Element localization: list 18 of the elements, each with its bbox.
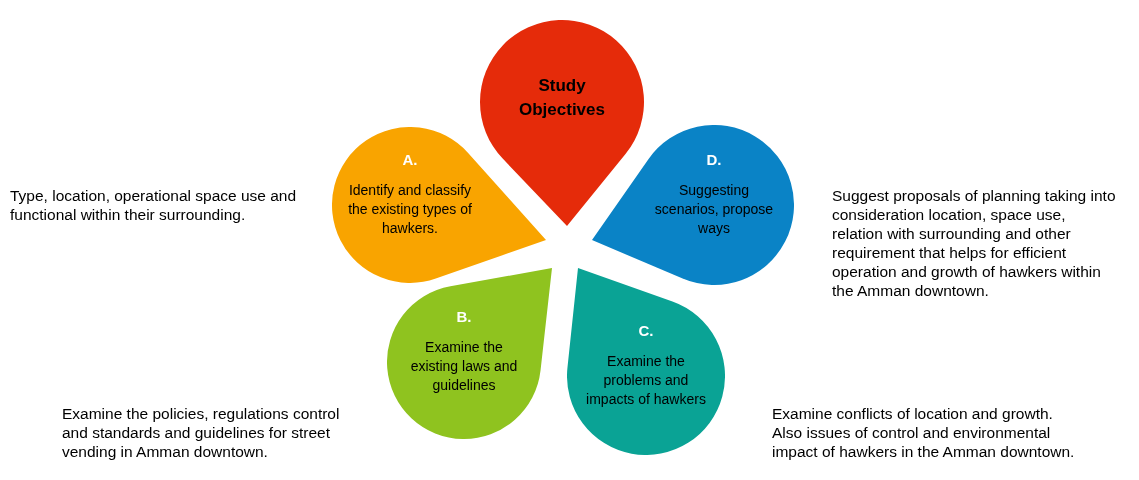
teardrop-petal	[332, 127, 546, 283]
petal-text: Examine the problems and impacts of hawkers	[586, 352, 706, 409]
petal-text: Examine the existing laws and guidelines	[409, 338, 519, 395]
teardrop-petal	[567, 268, 725, 455]
node-title: Study Objectives	[518, 75, 606, 121]
petal-text: Suggesting scenarios, propose ways	[654, 181, 774, 238]
teardrop-petal	[592, 125, 794, 285]
petal-letter: B.	[455, 307, 473, 326]
petal-letter: C.	[637, 321, 655, 340]
description-text: Examine conflicts of location and growth. Also issues of control and environmental impact of hawkers in the Amman downtown.	[772, 404, 1076, 461]
petal-text: Identify and classify the existing types of hawkers.	[347, 181, 473, 238]
petal-letter: A.	[401, 150, 419, 169]
description-text: Examine the policies, regulations control and standards and guidelines for street vending in Amman downtown.	[62, 404, 341, 461]
teardrop-petal	[480, 20, 644, 226]
teardrop-petal	[387, 268, 552, 439]
petal-letter: D.	[705, 150, 723, 169]
description-text: Suggest proposals of planning taking into consideration location, space use, relation with surrounding and other requirement that helps for efficient operation and growth of hawkers within the Amman downtown.	[832, 186, 1117, 300]
description-text: Type, location, operational space use and functional within their surrounding.	[10, 186, 298, 224]
